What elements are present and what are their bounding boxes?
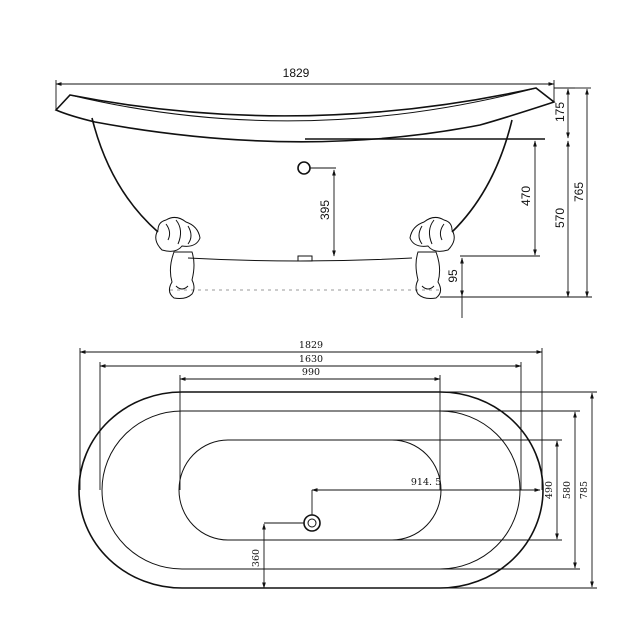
claw-foot-right-icon	[409, 216, 455, 299]
overflow-drain-icon	[297, 161, 311, 175]
rim-height-label: 175	[553, 102, 567, 122]
width-580-label: 580	[562, 481, 573, 499]
depth-label: 570	[553, 208, 567, 228]
side-view: 1829 175 765 570 470 395 95	[54, 66, 592, 318]
overall-height-label: 765	[572, 182, 586, 202]
foot-height-label: 95	[446, 269, 460, 283]
inner-length-label: 1630	[299, 354, 323, 365]
drain-height-label: 395	[318, 200, 332, 220]
drain-icon	[303, 514, 321, 532]
drain-side-label: 360	[251, 549, 262, 567]
bottom-length-label: 990	[302, 367, 320, 378]
side-length-label: 1829	[283, 66, 310, 80]
top-length-label: 1829	[299, 340, 323, 351]
tub-rim-outline	[54, 87, 556, 143]
width-785-label: 785	[579, 481, 590, 499]
tub-body-outline	[91, 117, 159, 233]
claw-foot-left-icon	[155, 216, 201, 299]
top-view: 1829 1630 990 914. 5 490 580 785	[78, 340, 597, 589]
inner-depth-label: 470	[519, 186, 533, 206]
drain-offset-label: 914. 5	[411, 477, 441, 488]
width-490-label: 490	[544, 481, 555, 499]
